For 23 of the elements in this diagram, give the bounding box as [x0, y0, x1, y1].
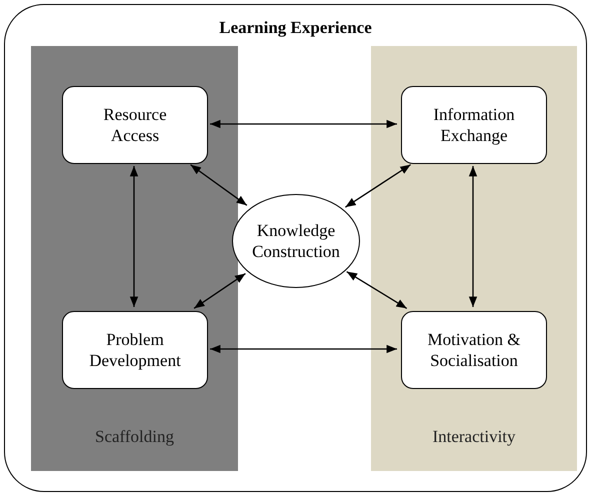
double-arrow — [346, 271, 408, 309]
process-box — [62, 311, 208, 389]
band-panel — [31, 46, 238, 471]
node-label: Resource Access — [102, 104, 168, 146]
band-panel — [371, 46, 577, 471]
double-arrow — [468, 166, 478, 307]
process-box — [401, 86, 547, 164]
frame-panel — [4, 4, 587, 492]
double-arrow — [345, 164, 411, 208]
process-box — [401, 311, 547, 389]
double-arrow — [210, 344, 397, 354]
process-box — [62, 86, 208, 164]
double-arrow — [210, 120, 397, 128]
node-label: Knowledge Construction — [251, 220, 341, 262]
double-arrow — [194, 273, 246, 309]
band-label: Interactivity — [431, 426, 517, 447]
node-label: Problem Development — [88, 329, 182, 371]
node-label: Motivation & Socialisation — [426, 329, 522, 371]
frame-label: Learning Experience — [218, 17, 373, 38]
double-arrow — [190, 164, 248, 206]
node-label: Information Exchange — [432, 104, 516, 146]
double-arrow — [130, 166, 138, 307]
band-label: Scaffolding — [94, 426, 175, 447]
